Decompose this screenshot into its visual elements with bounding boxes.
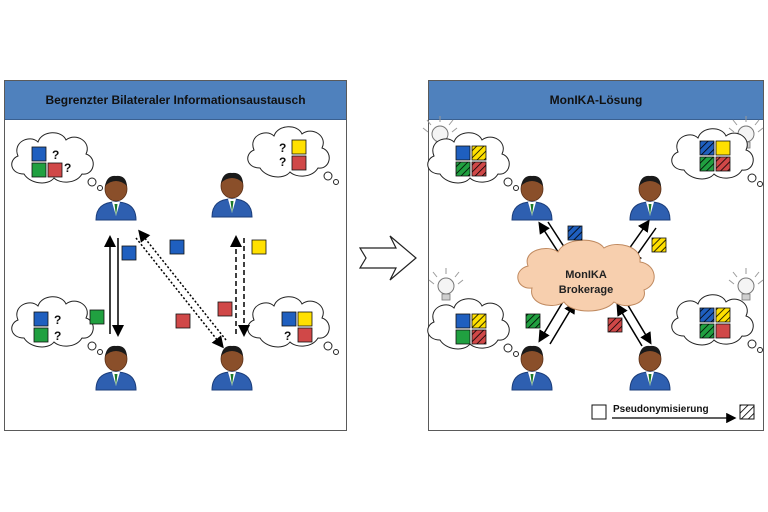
question-mark: ? [52,148,59,162]
hatched-puzzle-piece-green [525,313,541,329]
exchange-arrows-vertical-right [230,235,250,337]
person-right-top-left [511,175,553,221]
puzzle-group-right-top-right [699,140,731,172]
puzzle-group-bottom-left: ? ? [33,311,61,343]
person-top-left [95,175,137,221]
puzzle-piece-red [175,313,191,329]
broker-label-line1: MonIKA [565,269,607,281]
puzzle-group-right-bottom-right [699,307,731,339]
person-right-bottom-right [629,345,671,391]
person-top-right [211,172,253,218]
hatched-puzzle-piece [739,404,755,420]
question-mark: ? [64,161,71,175]
person-bottom-right [211,345,253,391]
question-mark: ? [54,313,61,327]
monika-brokerage-cloud: MonIKA Brokerage [517,239,655,312]
exchange-arrows-vertical-left [104,235,124,337]
puzzle-piece-blue [169,239,185,255]
puzzle-group-right-top-left [455,145,487,177]
question-mark: ? [279,155,286,169]
left-panel-title: Begrenzter Bilateraler Informationsausta… [5,81,346,120]
legend-label: Pseudonymisierung [613,404,709,415]
exchange-arrows-diagonal [135,229,227,349]
broker-label-line2: Brokerage [559,284,613,296]
plain-puzzle-piece [591,404,607,420]
puzzle-group-right-bottom-left [455,313,487,345]
bulb-icon [728,267,764,301]
hatched-puzzle-piece-red [607,317,623,333]
puzzle-group-top-right: ? ? [279,139,307,171]
puzzle-group-top-left: ? ? [31,146,71,178]
person-right-top-right [629,175,671,221]
puzzle-group-bottom-right: ? [281,311,313,343]
puzzle-piece-green [89,309,105,325]
puzzle-piece-red [217,301,233,317]
right-panel-title: MonIKA-Lösung [429,81,763,120]
hatched-puzzle-piece-yellow [651,237,667,253]
bulb-icon [428,267,464,301]
question-mark: ? [279,141,286,155]
question-mark: ? [54,329,61,343]
question-mark: ? [284,329,291,343]
puzzle-piece-yellow [251,239,267,255]
transition-arrow [358,235,417,281]
puzzle-piece-blue [121,245,137,261]
pseudonymization-legend: Pseudonymisierung [591,404,755,424]
hatched-puzzle-piece-blue [567,225,583,241]
